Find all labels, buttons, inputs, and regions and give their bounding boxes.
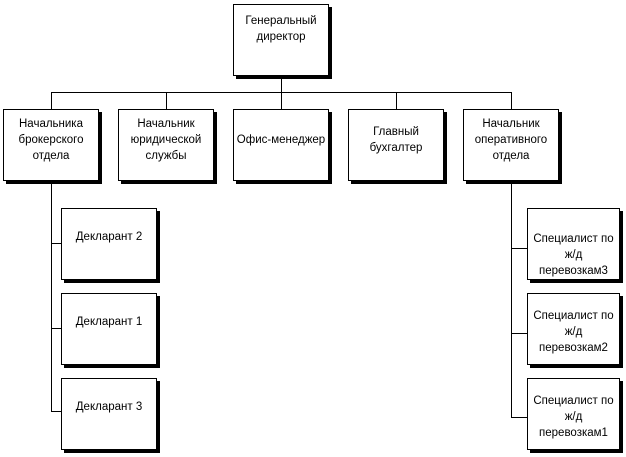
node-rail-specialist-2: Специалист по ж/д перевозкам2 bbox=[527, 293, 620, 365]
node-ceo: Генеральный директор bbox=[233, 4, 329, 76]
node-declarant-1-label: Декларант 1 bbox=[75, 316, 143, 328]
node-legal-head: Начальник юридической службы bbox=[118, 109, 214, 181]
node-declarant-3-label: Декларант 3 bbox=[75, 401, 143, 413]
node-ops-head-label: Начальник оперативного отдела bbox=[474, 118, 548, 162]
node-ceo-label: Генеральный директор bbox=[245, 15, 317, 43]
node-rail-specialist-1: Специалист по ж/д перевозкам1 bbox=[527, 378, 620, 450]
node-declarant-2-label: Декларант 2 bbox=[75, 231, 143, 243]
node-broker-head-label: Начальника брокерского отдела bbox=[18, 118, 84, 162]
node-broker-head: Начальника брокерского отдела bbox=[3, 109, 99, 181]
node-chief-accountant: Главный бухгалтер bbox=[348, 109, 444, 181]
node-ops-head: Начальник оперативного отдела bbox=[463, 109, 559, 181]
node-legal-head-label: Начальник юридической службы bbox=[130, 118, 202, 162]
node-declarant-3: Декларант 3 bbox=[61, 378, 157, 450]
node-chief-accountant-label: Главный бухгалтер bbox=[369, 126, 423, 154]
node-rail-specialist-3-label: Специалист по ж/д перевозкам3 bbox=[533, 233, 614, 277]
node-rail-specialist-3: Специалист по ж/д перевозкам3 bbox=[527, 208, 620, 280]
node-rail-specialist-1-label: Специалист по ж/д перевозкам1 bbox=[533, 395, 614, 439]
node-office-manager-label: Офис-менеджер bbox=[236, 134, 326, 146]
node-office-manager: Офис-менеджер bbox=[233, 109, 329, 181]
node-declarant-1: Декларант 1 bbox=[61, 293, 157, 365]
node-declarant-2: Декларант 2 bbox=[61, 208, 157, 280]
node-rail-specialist-2-label: Специалист по ж/д перевозкам2 bbox=[533, 310, 614, 354]
